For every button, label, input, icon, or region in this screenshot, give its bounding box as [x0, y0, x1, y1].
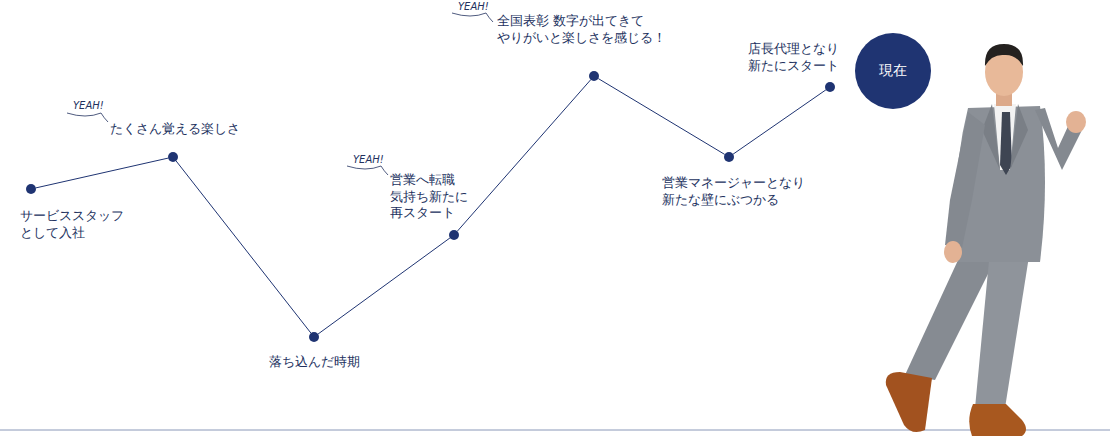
trend-line — [176, 161, 311, 333]
trend-line — [457, 80, 590, 231]
milestone-dot: 落ち込んだ時期 — [309, 332, 319, 342]
milestone-label: サービススタッフ として入社 — [20, 208, 124, 241]
swoosh — [67, 113, 108, 122]
milestone-label: 営業マネージャーとなり 新たな壁にぶつかる — [662, 175, 805, 208]
milestone-label: たくさん覚える楽しさ — [110, 121, 240, 138]
milestone-dot: 店長代理となり 新たにスタート — [825, 82, 835, 92]
milestone-dot: 営業マネージャーとなり 新たな壁にぶつかる — [724, 152, 734, 162]
milestone-label: 営業へ転職 気持ち新たに 再スタート — [390, 172, 468, 222]
swoosh — [347, 166, 388, 175]
yeah-note: YEAH! — [73, 100, 104, 111]
milestone-label: 落ち込んだ時期 — [269, 354, 360, 371]
yeah-swooshes — [67, 13, 493, 175]
milestone-dot: サービススタッフ として入社 — [26, 184, 36, 194]
trend-line — [318, 238, 450, 334]
trend-line — [598, 79, 724, 155]
milestone-label: 店長代理となり 新たにスタート — [748, 41, 839, 74]
trend-line — [36, 158, 168, 188]
milestone-dot: たくさん覚える楽しさ — [168, 152, 178, 162]
trend-line — [733, 90, 826, 154]
swoosh — [452, 13, 493, 22]
milestone-dot: 営業へ転職 気持ち新たに 再スタート — [449, 230, 459, 240]
yeah-note: YEAH! — [353, 154, 384, 165]
ground-line — [0, 430, 1110, 431]
yeah-note: YEAH! — [458, 1, 489, 12]
man-figure — [886, 44, 1086, 436]
milestone-label: 全国表彰 数字が出てきて やりがいと楽しさを感じる！ — [497, 13, 666, 46]
current-circle: 現在 — [855, 33, 931, 109]
milestone-dot: 全国表彰 数字が出てきて やりがいと楽しさを感じる！ — [589, 71, 599, 81]
circle-label: 現在 — [879, 62, 907, 80]
